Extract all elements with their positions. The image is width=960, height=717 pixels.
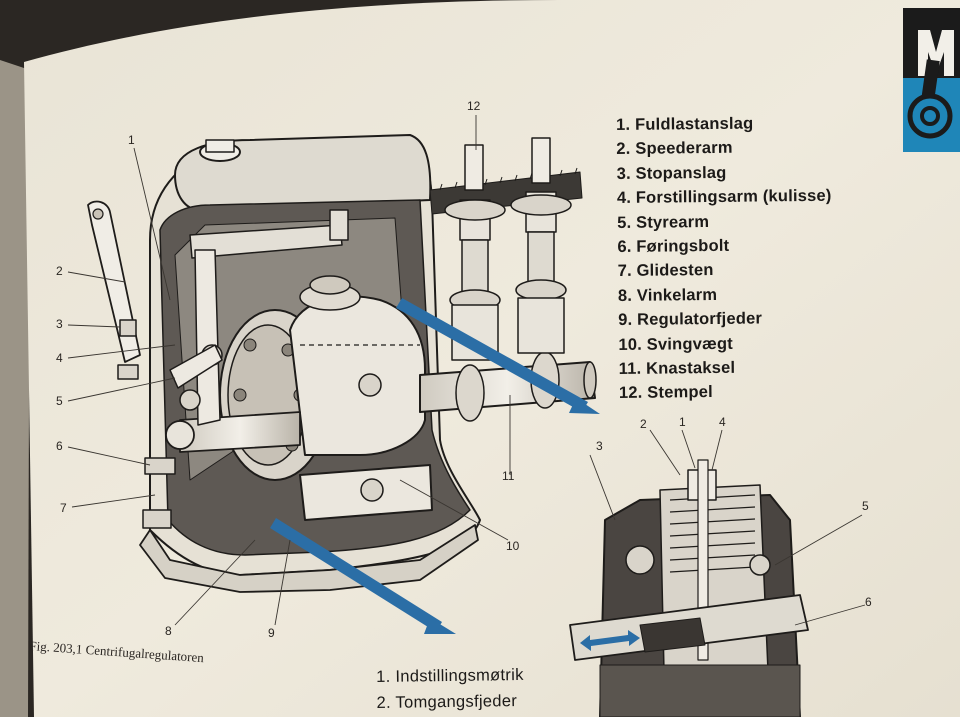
legend-item: 12. Stempel (618, 383, 713, 403)
legend-item: 2. Speederarm (616, 139, 733, 159)
pump-elements-drawing (429, 137, 583, 361)
detail-legend: 1. Indstillingsmøtrik 2. Tomgangsfjeder (376, 662, 524, 716)
legend-item: 2. Tomgangsfjeder (376, 692, 518, 712)
callout-main-9: 9 (268, 626, 275, 640)
callout-main-7: 7 (60, 501, 67, 515)
governor-cutaway-drawing (87, 134, 597, 593)
legend-item: 5. Styrearm (617, 212, 710, 232)
legend-item: 8. Vinkelarm (617, 285, 718, 305)
legend-item: 4. Forstillingsarm (kulisse) (616, 186, 832, 208)
callout-detail-2: 2 (640, 417, 647, 431)
detail-cutaway-drawing (569, 429, 866, 717)
blue-arrows (270, 298, 600, 634)
callout-main-8: 8 (165, 624, 172, 638)
callout-detail-3: 3 (596, 439, 603, 453)
legend-item: 3. Stopanslag (616, 163, 727, 183)
legend-item: 9. Regulatorfjeder (618, 309, 763, 330)
callout-main-11: 11 (502, 469, 515, 483)
leader-lines (67, 115, 511, 626)
callout-main-1: 1 (128, 133, 135, 147)
callout-main-12: 12 (467, 99, 481, 113)
legend-item: 11. Knastaksel (618, 358, 736, 379)
callout-detail-5: 5 (862, 499, 869, 513)
callout-main-6: 6 (56, 439, 63, 453)
legend-item: 1. Fuldlastanslag (616, 114, 754, 134)
legend-item: 7. Glidesten (617, 261, 714, 281)
callout-main-3: 3 (56, 317, 63, 331)
callout-main-10: 10 (506, 539, 520, 553)
callout-detail-6: 6 (865, 595, 872, 609)
legend-item: 10. Svingvægt (618, 334, 733, 354)
callout-main-2: 2 (56, 264, 63, 278)
callout-detail-4: 4 (719, 415, 726, 429)
callout-main-4: 4 (56, 351, 63, 365)
chapter-logo (903, 8, 960, 152)
parts-legend: 1. Fuldlastanslag 2. Speederarm 3. Stopa… (616, 111, 834, 406)
legend-item: 6. Føringsbolt (617, 236, 730, 257)
left-page-edge (0, 60, 30, 717)
callout-detail-1: 1 (679, 415, 686, 429)
callout-main-5: 5 (56, 394, 63, 408)
legend-item: 1. Indstillingsmøtrik (376, 665, 524, 686)
